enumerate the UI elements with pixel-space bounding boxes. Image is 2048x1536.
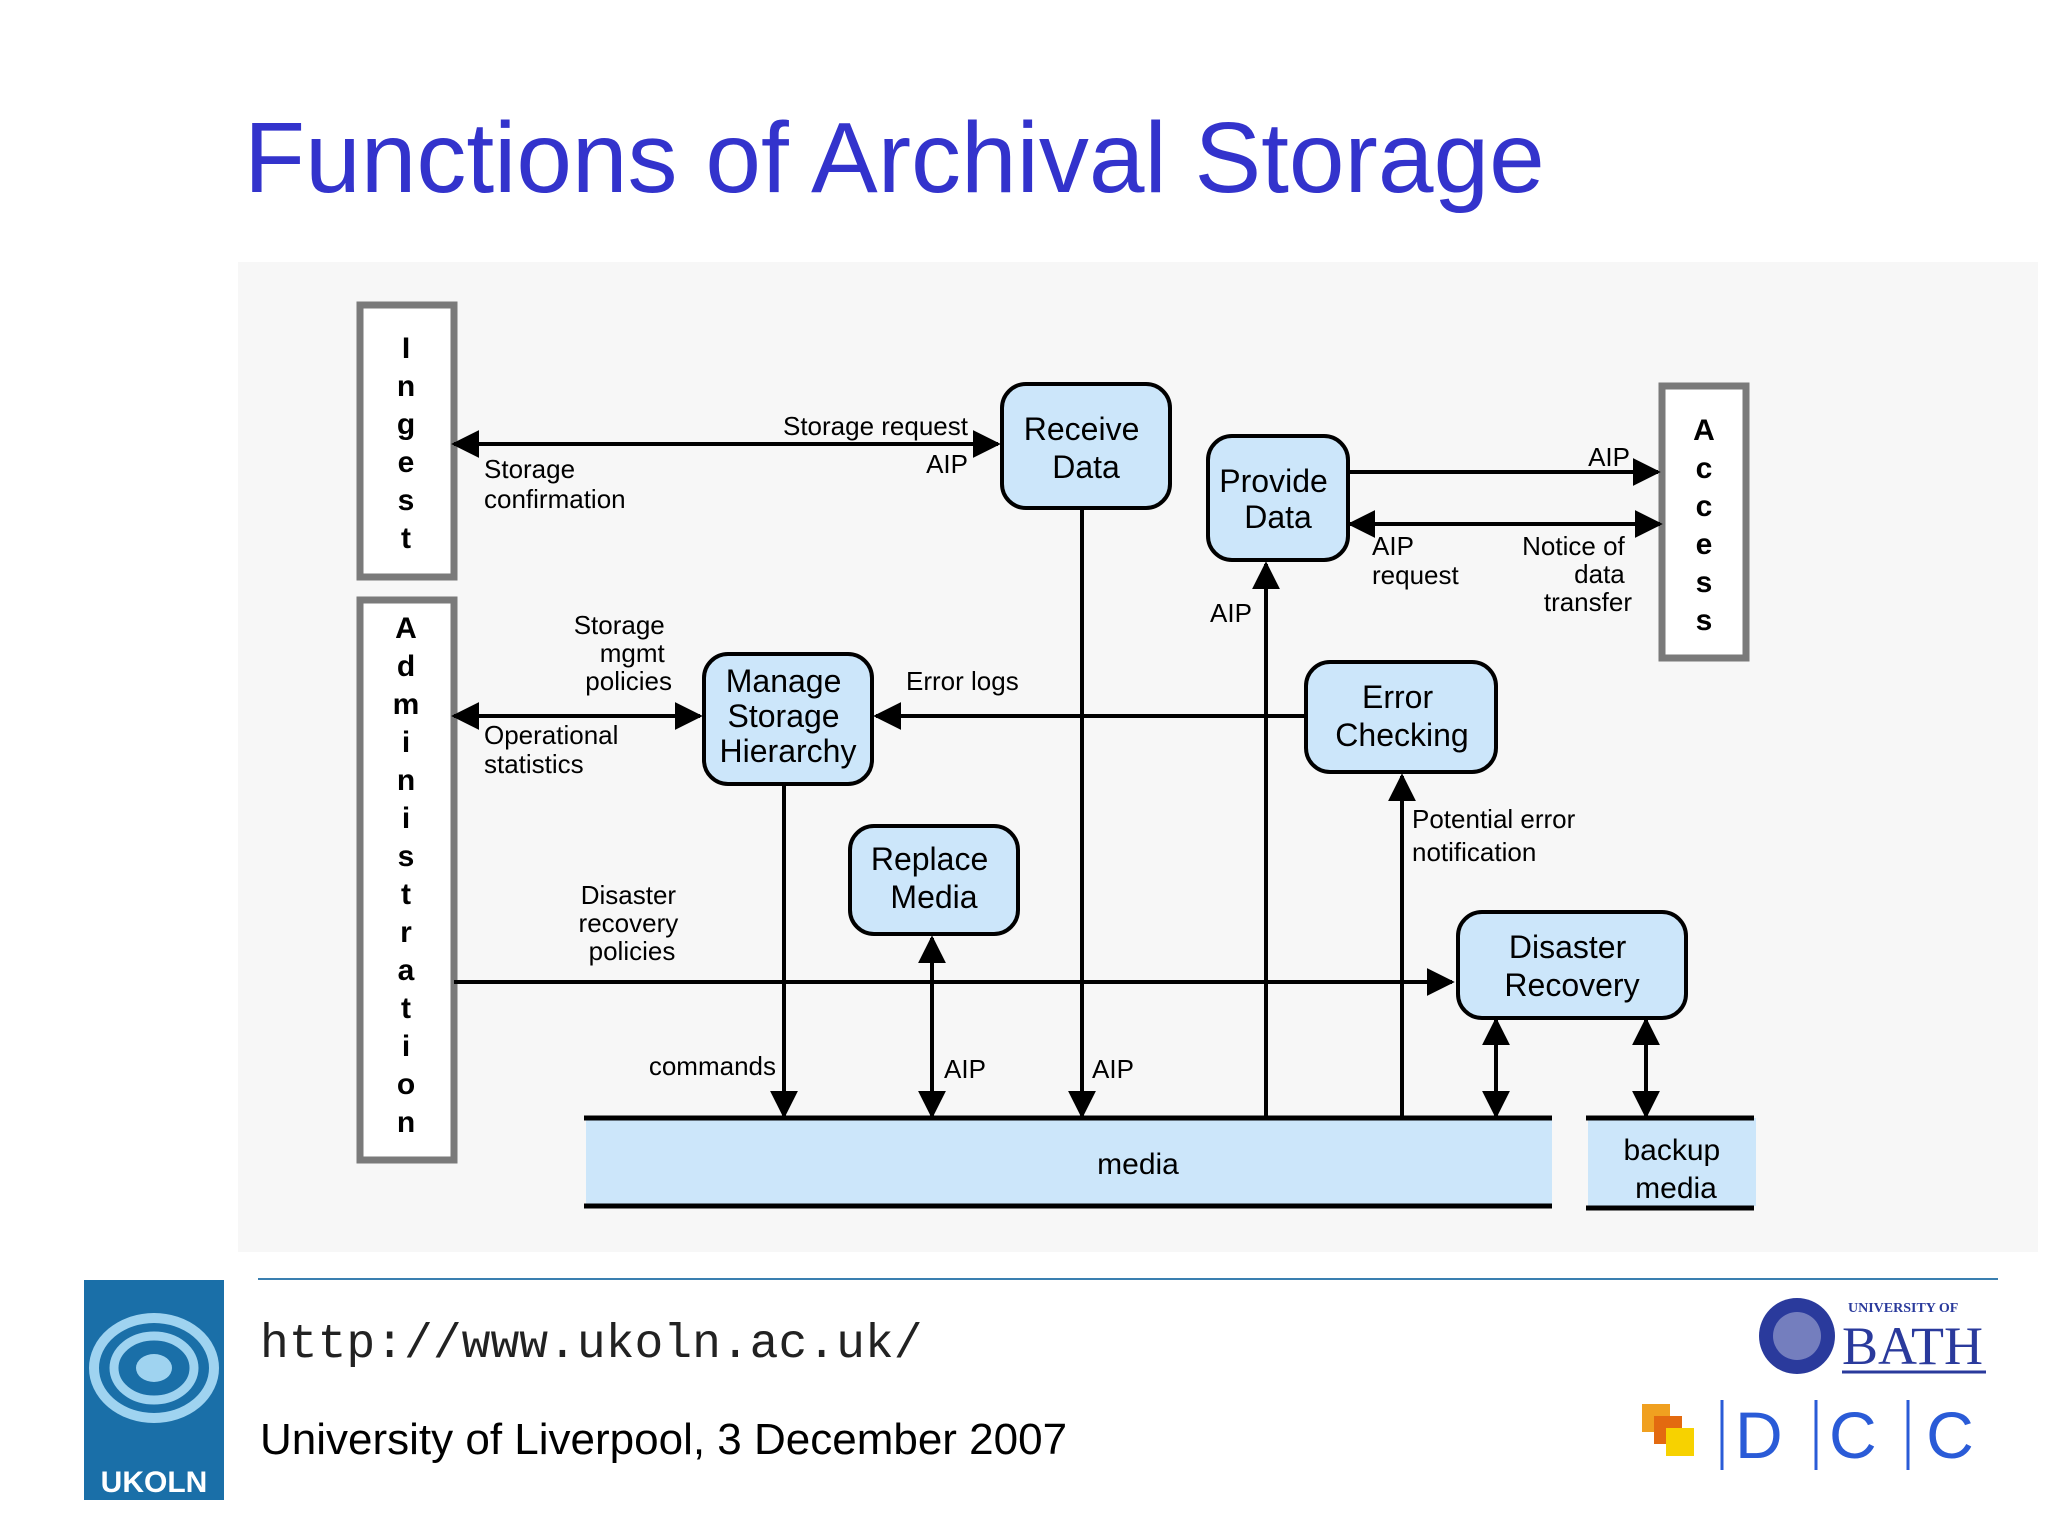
access-letter: s: [1696, 604, 1713, 637]
operational-statistics-label: Operational statistics: [484, 720, 626, 779]
provide-data-process: Provide Data: [1206, 434, 1350, 562]
svg-text:Provide Data: Provide Data: [1219, 463, 1336, 535]
svg-text:Receive Data: Receive Data: [1024, 411, 1149, 485]
ingest-letter: g: [397, 408, 415, 441]
dcc-letter-d: D: [1735, 1398, 1783, 1472]
backup-media-store: backup media: [1586, 1115, 1756, 1211]
svg-text:backup media: backup media: [1623, 1134, 1728, 1205]
slide-title: Functions of Archival Storage: [244, 102, 1545, 214]
ukoln-url-link[interactable]: http://www.ukoln.ac.uk/: [260, 1318, 923, 1372]
administration-letter: d: [397, 650, 415, 683]
aip-provide-label: AIP: [1210, 598, 1252, 628]
administration-letter: i: [402, 726, 410, 759]
aip-request-label: AIP request: [1372, 531, 1459, 590]
administration-letter: n: [397, 764, 415, 797]
access-letter: s: [1696, 566, 1713, 599]
potential-error-notification-label: Potential error notification: [1412, 804, 1583, 867]
ingest-letter: e: [398, 446, 415, 479]
ingest-letter: I: [402, 332, 410, 365]
bath-large-text: BATH: [1842, 1316, 1983, 1376]
ingest-letter: s: [398, 484, 415, 517]
svg-text:Manage Storage Hie: Manage Storage Hierarchy: [720, 663, 857, 769]
backup-media-line-2: media: [1635, 1172, 1717, 1205]
svg-text:Disaster Recovery: Disaster Recovery: [1504, 929, 1639, 1003]
aip-access-label: AIP: [1588, 442, 1630, 472]
media-store: media: [584, 1115, 1552, 1209]
storage-request-label: Storage request: [783, 411, 969, 441]
access-letter: c: [1696, 452, 1713, 485]
receive-data-process: Receive Data: [1000, 382, 1172, 510]
administration-letter: i: [402, 802, 410, 835]
svg-text:Error Checking: Error Checking: [1335, 679, 1468, 753]
disaster-recovery-policies-label: Disaster recovery policies: [579, 880, 686, 966]
dcc-logo: D C C: [1642, 1398, 1974, 1472]
administration-letter: m: [393, 688, 420, 721]
storage-confirmation-label: Storage confirmation: [484, 454, 626, 514]
backup-media-line-1: backup: [1623, 1134, 1720, 1167]
error-checking-process: Error Checking: [1304, 660, 1498, 774]
media-label: media: [1097, 1148, 1179, 1181]
replace-media-process: Replace Media: [848, 824, 1020, 936]
commands-label: commands: [649, 1051, 776, 1081]
footer-divider: [258, 1278, 1998, 1280]
ukoln-logo-text: UKOLN: [101, 1466, 208, 1499]
administration-letter: t: [401, 878, 411, 911]
manage-storage-hierarchy-process: Manage Storage Hierarchy: [702, 652, 874, 786]
aip-ingest-label: AIP: [926, 449, 968, 479]
administration-letter: t: [401, 992, 411, 1025]
ukoln-logo: UKOLN: [84, 1280, 224, 1500]
access-letter: e: [1696, 528, 1713, 561]
administration-letter: A: [395, 612, 417, 645]
svg-text:D C C: D C C: [1735, 1398, 1974, 1472]
aip-replace-label: AIP: [944, 1054, 986, 1084]
svg-text:Replace Media: Replace Media: [871, 841, 997, 915]
notice-of-data-transfer-label: Notice of data transfer: [1522, 531, 1632, 617]
disaster-recovery-process: Disaster Recovery: [1456, 910, 1688, 1020]
venue-date-text: University of Liverpool, 3 December 2007: [260, 1415, 1068, 1464]
administration-letter: r: [400, 916, 412, 949]
administration-letter: a: [398, 954, 415, 987]
administration-letter: i: [402, 1030, 410, 1063]
storage-mgmt-policies-label: Storage mgmt policies: [574, 610, 672, 696]
access-letter: A: [1693, 414, 1715, 447]
administration-letter: o: [397, 1068, 415, 1101]
error-logs-label: Error logs: [906, 666, 1019, 696]
access-letter: c: [1696, 490, 1713, 523]
bath-small-text: UNIVERSITY OF: [1848, 1301, 1958, 1316]
aip-receive-label: AIP: [1092, 1054, 1134, 1084]
university-of-bath-logo: UNIVERSITY OF BATH: [1759, 1298, 1986, 1376]
dcc-letter-c2: C: [1926, 1398, 1974, 1472]
ingest-letter: n: [397, 370, 415, 403]
dcc-letter-c1: C: [1829, 1398, 1877, 1472]
administration-letter: s: [398, 840, 415, 873]
ingest-letter: t: [401, 522, 411, 555]
administration-letter: n: [397, 1106, 415, 1139]
